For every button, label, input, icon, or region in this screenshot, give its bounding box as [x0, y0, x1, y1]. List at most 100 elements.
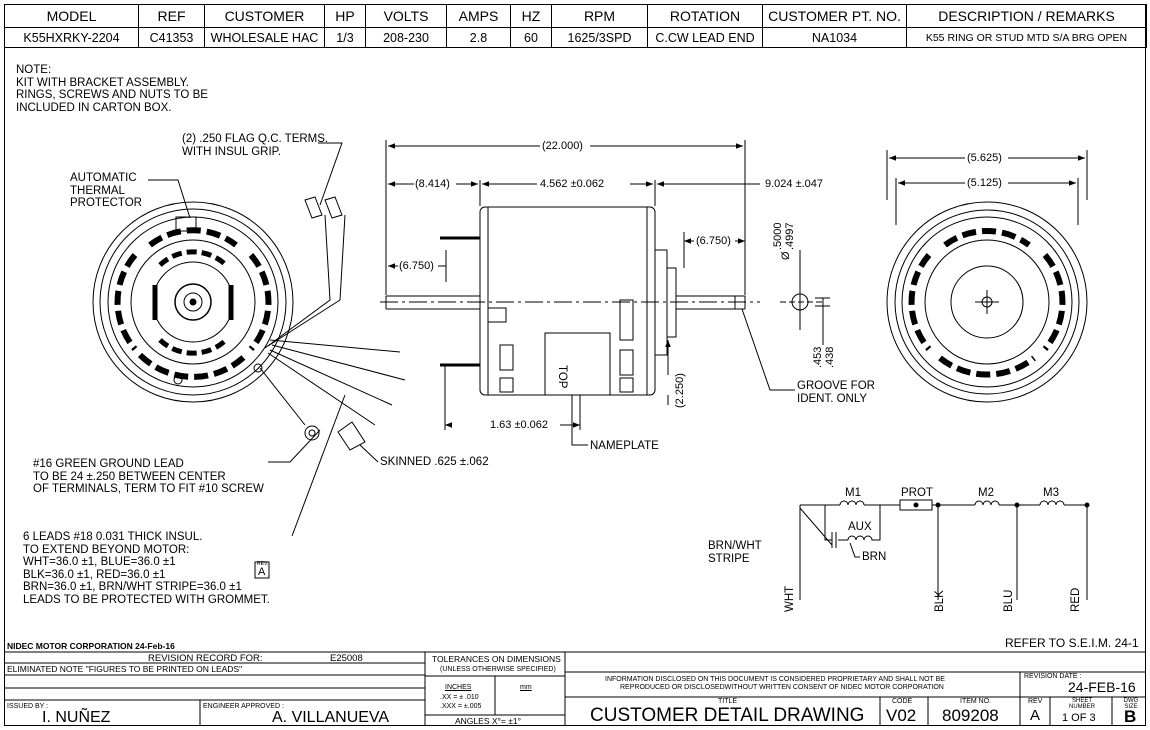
code-value: V02 — [886, 706, 917, 725]
lead-blk-label: BLK — [934, 590, 946, 612]
lead-brnwht-label: BRN/WHT STRIPE — [708, 540, 762, 565]
dim-shaft-right: (6.750) — [696, 235, 731, 247]
note-line: TO EXTEND BEYOND MOTOR: — [23, 543, 190, 556]
revision-record-number: E25008 — [330, 653, 363, 664]
issued-by-value: I. NUÑEZ — [42, 709, 111, 726]
unless-label: (UNLESS OTHERWISE SPECIFIED) — [440, 666, 556, 673]
dim-inner-diameter: (5.125) — [967, 177, 1002, 189]
val-hz: 60 — [510, 27, 552, 48]
note-line: BRN=36.0 ±1, BRN/WHT STRIPE=36.0 ±1 — [23, 581, 242, 593]
dim-diameter-min: .4997 — [784, 222, 796, 250]
dim-stud-offset: 1.63 ±0.062 — [490, 419, 549, 431]
dim-diameter-symbol: Ø — [780, 251, 792, 260]
note-line: LEADS TO BE PROTECTED WITH GROMMET. — [23, 593, 270, 606]
dim-outer-diameter: (5.625) — [967, 152, 1002, 164]
item-label: ITEM NO. — [960, 698, 992, 705]
company-date: NIDEC MOTOR CORPORATION 24-Feb-16 — [7, 641, 175, 651]
item-value: 809208 — [942, 706, 999, 725]
header-columns-row: MODEL REF CUSTOMER HP VOLTS AMPS HZ RPM … — [4, 4, 1147, 28]
coil-m1-label: M1 — [845, 487, 861, 499]
dimension-lines — [385, 140, 801, 446]
right-end-view — [886, 150, 1088, 403]
note-line: NOTE: — [16, 64, 52, 76]
note-refer: REFER TO S.E.I.M. 24-1 — [1005, 636, 1139, 650]
note-line: #16 GREEN GROUND LEAD — [33, 458, 184, 470]
coil-aux-label: AUX — [848, 521, 872, 533]
note-line: (2) .250 FLAG Q.C. TERMS. — [182, 133, 329, 145]
note-line: WITH INSUL GRIP. — [182, 145, 282, 158]
val-volts: 208-230 — [365, 27, 447, 48]
dim-body: 4.562 ±0.062 — [540, 178, 605, 190]
note-line: 6 LEADS #18 0.031 THICK INSUL. — [23, 531, 203, 543]
dim-shaft-left: (6.750) — [399, 260, 434, 272]
lead-red-label: RED — [1070, 587, 1082, 612]
note-groove: GROOVE FOR IDENT. ONLY — [797, 380, 875, 405]
val-rpm: 1625/3SPD — [551, 27, 648, 48]
note-line: KIT WITH BRACKET ASSEMBLY. — [16, 76, 189, 89]
dim-overall: (22.000) — [542, 140, 583, 152]
wiring-schematic — [799, 499, 1090, 600]
note-leads: 6 LEADS #18 0.031 THICK INSUL. TO EXTEND… — [23, 531, 270, 606]
val-description: K55 RING OR STUD MTD S/A BRG OPEN — [906, 27, 1147, 48]
note-line: THERMAL — [70, 184, 125, 197]
note-terminals: (2) .250 FLAG Q.C. TERMS. WITH INSUL GRI… — [182, 133, 328, 158]
dim-flat-min: .438 — [824, 346, 836, 368]
note-line: IDENT. ONLY — [797, 392, 868, 405]
col-rpm: RPM — [551, 4, 648, 28]
issued-by-label: ISSUED BY : — [7, 703, 49, 710]
col-description: DESCRIPTION / REMARKS — [906, 4, 1147, 28]
note-skinned: SKINNED .625 ±.062 — [380, 456, 489, 468]
val-customer: WHOLESALE HAC — [204, 27, 325, 48]
coil-m3-label: M3 — [1043, 487, 1059, 499]
note-line: OF TERMINALS, TERM TO FIT #10 SCREW — [33, 483, 264, 495]
val-customer-pt-no: NA1034 — [762, 27, 907, 48]
engineer-label: ENGINEER APPROVED : — [203, 703, 284, 710]
note-line: RINGS, SCREWS AND NUTS TO BE — [16, 89, 208, 101]
drawing-title: CUSTOMER DETAIL DRAWING — [590, 705, 865, 726]
revision-flag-tag: REV. — [257, 561, 269, 567]
dim-left-ext: (8.414) — [415, 178, 450, 190]
lead-wht-label: WHT — [784, 585, 796, 612]
revision-date-label: REVISION DATE : — [1024, 673, 1082, 680]
col-rotation: ROTATION — [647, 4, 763, 28]
mm-label: mm — [520, 684, 532, 691]
note-line: BRN/WHT — [708, 540, 762, 552]
val-rotation: C.CW LEAD END — [647, 27, 763, 48]
val-amps: 2.8 — [446, 27, 511, 48]
revision-record-label: REVISION RECORD FOR: — [148, 653, 263, 664]
code-label: CODE — [892, 698, 913, 705]
coil-m2-label: M2 — [978, 487, 994, 499]
left-end-view — [92, 142, 406, 537]
sheet-label: SHEET NUMBER — [1068, 698, 1095, 710]
lead-brn-label: BRN — [862, 551, 887, 563]
spec-header-table: MODEL REF CUSTOMER HP VOLTS AMPS HZ RPM … — [4, 4, 1147, 48]
lead-blu-label: BLU — [1003, 589, 1015, 612]
tol-xxx: .XXX = ±.005 — [440, 703, 482, 710]
revision-date-value: 24-FEB-16 — [1068, 679, 1136, 695]
header-values-row: K55HXRKY-2204 C41353 WHOLESALE HAC 1/3 2… — [4, 27, 1147, 48]
sheet-value: 1 OF 3 — [1062, 712, 1096, 724]
side-view-motor — [380, 206, 830, 396]
col-ref: REF — [138, 4, 205, 28]
note-line: GROOVE FOR — [797, 380, 875, 392]
revision-flag-letter: A — [258, 566, 266, 578]
size-value: B — [1124, 707, 1137, 726]
inches-label: INCHES — [445, 684, 472, 691]
note-line: WHT=36.0 ±1, BLUE=36.0 ±1 — [23, 556, 176, 568]
title-block-lines — [4, 651, 1146, 726]
dim-flat-max: .453 — [812, 346, 824, 368]
label-top: TOP — [556, 365, 568, 389]
proprietary-line-2: REPRODUCED OR DISCLOSEDWITHOUT WRITTEN C… — [620, 684, 944, 691]
note-line: PROTECTOR — [70, 197, 142, 209]
note-main: NOTE: KIT WITH BRACKET ASSEMBLY. RINGS, … — [16, 64, 208, 114]
note-ground-lead: #16 GREEN GROUND LEAD TO BE 24 ±.250 BET… — [33, 458, 264, 496]
note-line: TO BE 24 ±.250 BETWEEN CENTER — [33, 470, 226, 483]
tol-xx: .XX = ± .010 — [440, 694, 479, 701]
revision-flag-icon — [254, 561, 270, 579]
dim-diameter-max: .5000 — [772, 222, 784, 250]
size-label: DWG SIZE — [1123, 698, 1139, 710]
coil-prot-label: PROT — [901, 487, 933, 499]
note-nameplate: NAMEPLATE — [590, 440, 659, 452]
engineer-value: A. VILLANUEVA — [272, 709, 390, 726]
